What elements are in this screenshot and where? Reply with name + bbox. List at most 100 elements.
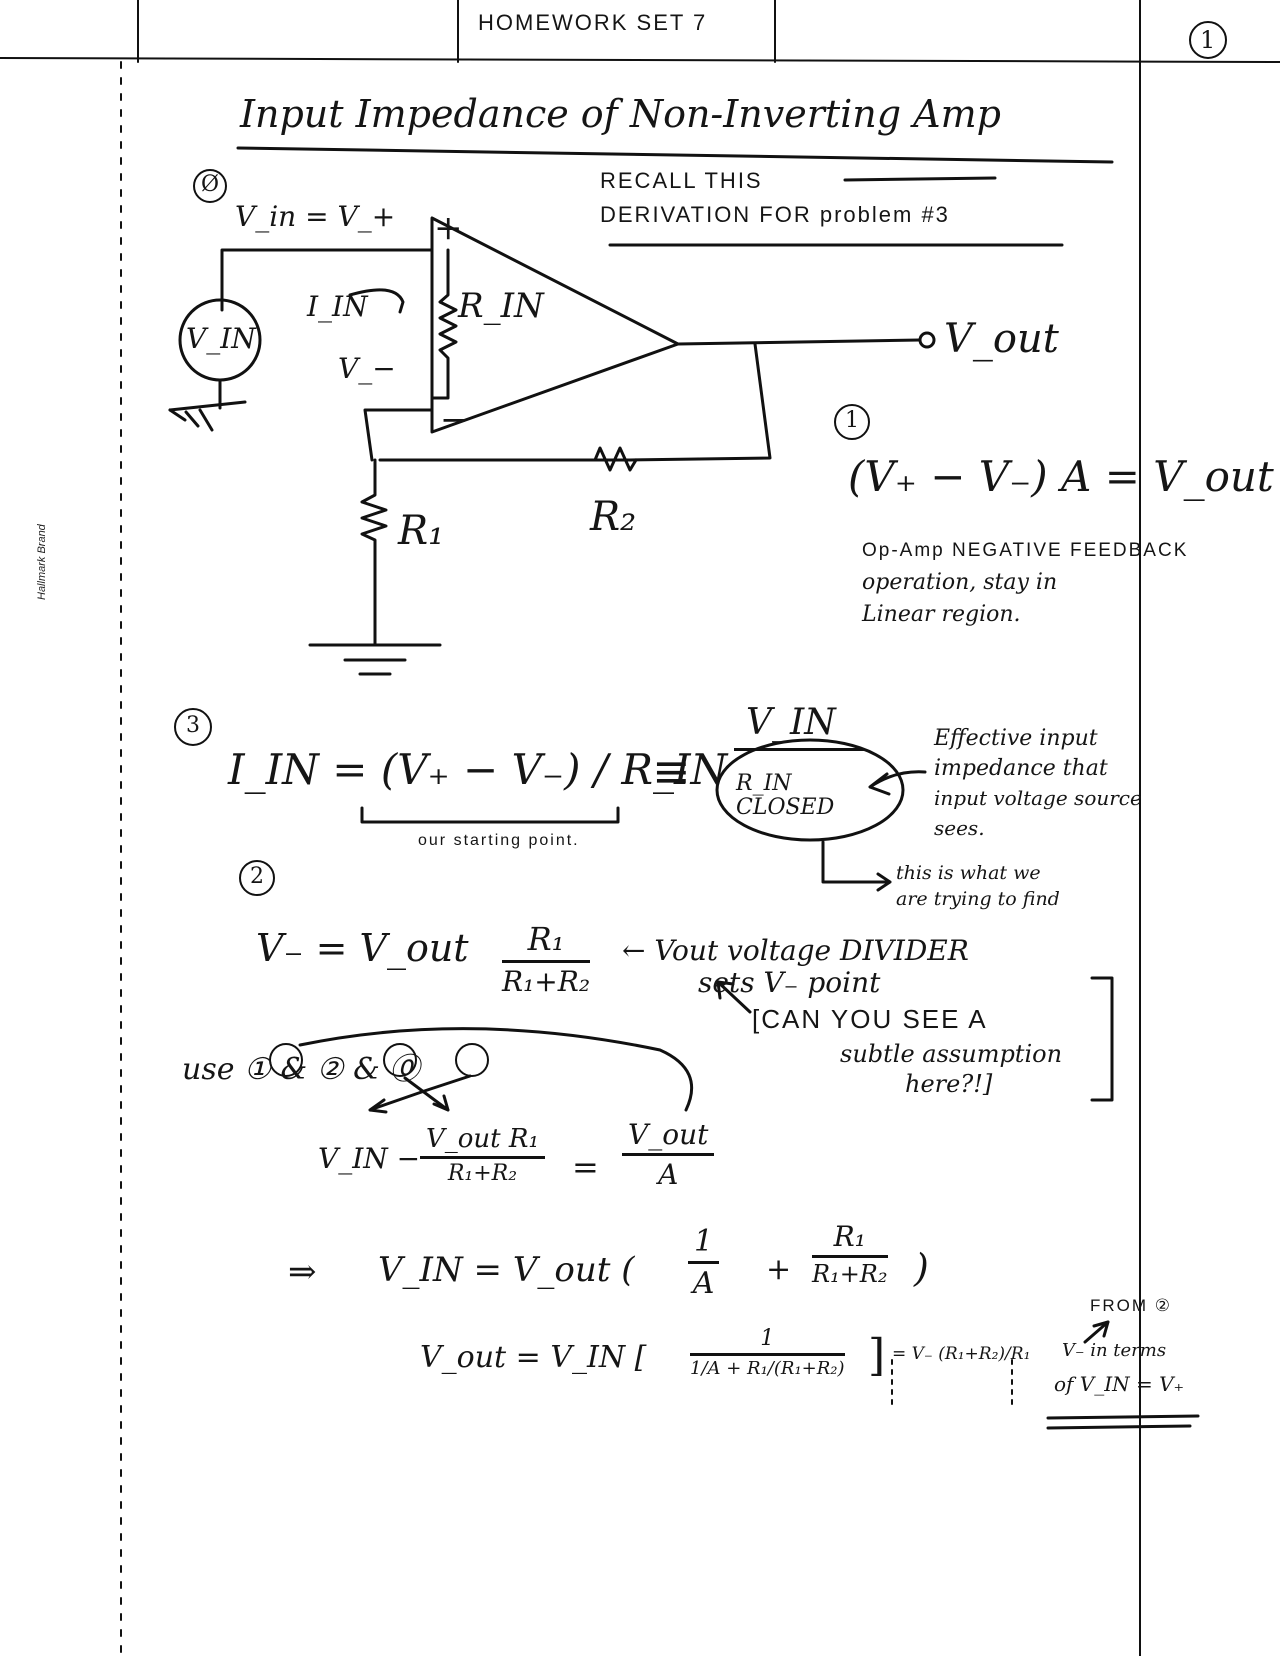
iin-label: I_IN (307, 290, 368, 323)
step2-marker: 2 (250, 864, 264, 889)
step3-marker-circle (174, 708, 212, 746)
step1-marker-circle (834, 404, 870, 440)
plus-terminal-label: + (434, 208, 463, 248)
result1-f1-den: A (692, 1266, 715, 1301)
result1-fraction1: 1 A (688, 1224, 720, 1301)
from-note-line2: V₋ in terms (1062, 1340, 1167, 1361)
wire-minus-input (363, 408, 434, 462)
sub-equals: = (572, 1148, 599, 1186)
heading-underline (236, 146, 1114, 164)
from-arrow (1083, 1320, 1110, 1344)
final-underline-1 (1046, 1414, 1200, 1420)
eq3-frac-num: V_IN (746, 702, 836, 743)
use-arrow-left (368, 1074, 472, 1114)
from-note-line3: of V_IN = V₊ (1054, 1372, 1185, 1396)
eq2-fraction: R₁ R₁+R₂ (502, 920, 591, 998)
result1-fraction2: R₁ R₁+R₂ (812, 1220, 888, 1288)
recall-note-line1: RECALL THIS (600, 168, 763, 193)
sub-f2-num: V_out (622, 1118, 715, 1156)
wire-feedback (628, 342, 772, 462)
rin-resistor (430, 248, 458, 400)
result2-lhs: V_out = V_IN [ (420, 1340, 647, 1375)
page-number: 1 (1200, 26, 1216, 54)
eq3-note-line1: Effective input (934, 726, 1098, 751)
wire-plus-input (220, 248, 434, 312)
minus-terminal-label: − (440, 400, 469, 440)
eq3-lhs: I_IN = (V₊ − V₋) / R_IN (228, 745, 728, 794)
homework-title: HOMEWORK SET 7 (478, 10, 708, 35)
result2-inner-num: 1 (690, 1326, 845, 1356)
sub-fraction2: V_out A (622, 1118, 715, 1191)
eq3-note-line4: sees. (934, 816, 985, 840)
find-arrow (821, 840, 892, 892)
eq1-equation: (V₊ − V₋) A = V_out (848, 452, 1274, 501)
use-circle-0 (455, 1043, 489, 1077)
step1-marker: 1 (845, 408, 859, 433)
eq2-frac-num: R₁ (502, 920, 591, 963)
result2-fraction: 1 1/A + R₁/(R₁+R₂) (690, 1326, 845, 1379)
vin-equals-vplus: V_in = V_+ (235, 200, 396, 233)
result1-f1-num: 1 (688, 1224, 720, 1264)
wire-output (676, 338, 922, 346)
result1-lhs: V_IN = V_out ( (378, 1250, 635, 1290)
iin-arrow (348, 288, 405, 314)
eq2-note-line2: sets V₋ point (698, 966, 881, 999)
assumption-bracket-right (1090, 976, 1114, 1102)
from-note-line1: FROM ② (1090, 1296, 1173, 1315)
r2-label: R₂ (590, 494, 637, 540)
eq1-note-line1: Op-Amp NEGATIVE FEEDBACK (862, 540, 1189, 561)
recall-note-line2: DERIVATION FOR problem #3 (600, 202, 950, 227)
bracket-line1: [CAN YOU SEE A (752, 1004, 988, 1034)
eq3-note-line3: input voltage source (934, 786, 1142, 810)
step2-marker-circle (239, 860, 275, 896)
vout-label: V_out (944, 316, 1059, 362)
eq3-frac-bar (734, 748, 864, 751)
result1-plus: + (766, 1252, 792, 1287)
use-arrow-mid (403, 1076, 450, 1112)
ground-left-hatch3 (198, 408, 214, 432)
result1-arrow: ⇒ (288, 1252, 317, 1292)
result2-close: ] (868, 1330, 886, 1381)
ground-left-bar (168, 400, 247, 412)
eq3-arrow-note-line2: are trying to find (896, 888, 1060, 910)
effective-impedance-arrow (868, 770, 927, 796)
result2-inner-den: 1/A + R₁/(R₁+R₂) (690, 1358, 845, 1379)
eq1-note-line3: Linear region. (862, 602, 1021, 627)
sub-term1: V_IN − (318, 1142, 421, 1175)
r2-resistor (593, 446, 638, 472)
result2-tail: = V₋ (R₁+R₂)/R₁ (892, 1344, 1031, 1364)
step0-marker: Ø (201, 172, 220, 197)
bracket-line3: here?!] (905, 1070, 993, 1098)
assumption-arrow (716, 980, 752, 1014)
result1-close: ) (914, 1246, 929, 1290)
starting-point-brace (360, 806, 620, 824)
eq3-equiv: ≡ (652, 744, 691, 798)
op-amp-triangle (430, 216, 680, 434)
page-heading: Input Impedance of Non-Inverting Amp (240, 92, 1001, 136)
sub-f1-num: V_out R₁ (420, 1124, 545, 1159)
header-rule (0, 57, 1280, 63)
vminus-node-label: V_− (338, 352, 396, 385)
eq3-frac-den: R_IN CLOSED (736, 771, 835, 820)
ground-left-hatch2 (184, 410, 200, 428)
eq3-note-line2: impedance that (934, 756, 1108, 781)
eq2-lhs: V₋ = V_out (256, 926, 469, 970)
vin-source-label: V_IN (186, 322, 256, 355)
page-number-circle (1189, 21, 1227, 59)
recall-strike (843, 176, 997, 182)
eq2-frac-den: R₁+R₂ (502, 965, 591, 998)
sub-f2-den: A (658, 1158, 679, 1191)
use-line: use ① & ② & ⓪ (182, 1052, 420, 1087)
binding-imprint: Hallmark Brand (36, 524, 48, 600)
sub-f1-den: R₁+R₂ (447, 1161, 518, 1186)
step0-marker-circle (193, 169, 227, 203)
rin-label: R_IN (458, 286, 544, 326)
use-circle-2 (383, 1043, 417, 1077)
vout-terminal (918, 331, 936, 349)
r1-label: R₁ (398, 508, 445, 554)
bracket-line2: subtle assumption (840, 1040, 1063, 1068)
sub-fraction1: V_out R₁ R₁+R₂ (420, 1124, 545, 1186)
eq2-note-line1: ← Vout voltage DIVIDER (622, 934, 969, 967)
result1-f2-den: R₁+R₂ (812, 1260, 888, 1288)
